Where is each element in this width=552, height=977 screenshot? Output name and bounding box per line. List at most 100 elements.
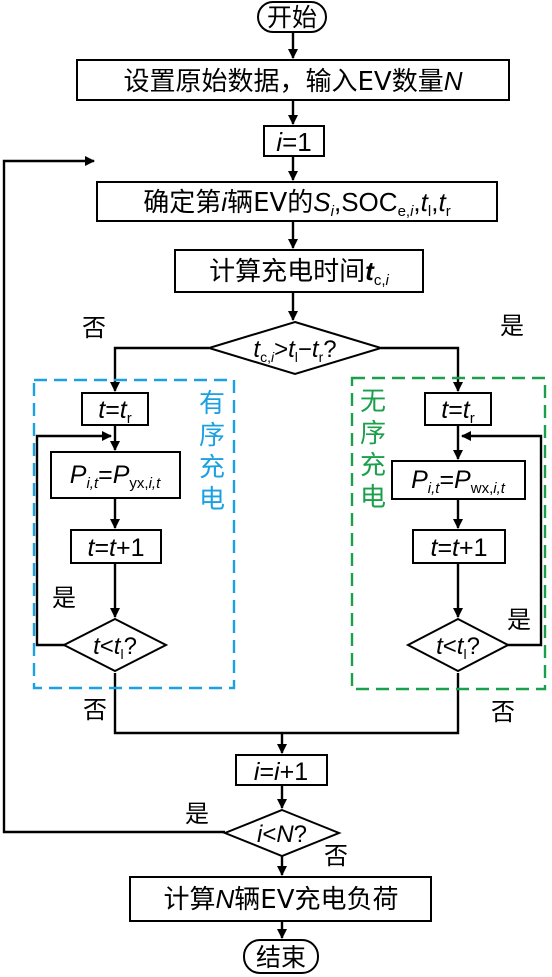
init-var-n: N	[444, 66, 463, 96]
init-step: 设置原始数据，输入EV数量N	[76, 59, 510, 101]
init-text: 设置原始数据，输入EV数量	[124, 67, 444, 97]
end-node: 结束	[243, 939, 319, 974]
determine-tl: t	[421, 187, 430, 217]
determine-soc: ,SOC	[334, 187, 398, 217]
ordered-label-char-1: 有	[199, 389, 225, 419]
inc-i-eq: =	[259, 758, 274, 786]
loop-cond-lt: <	[262, 821, 276, 848]
calc-time-text: 计算充电时间	[209, 257, 365, 287]
svg-text:tc,i>tl−tr?: tc,i>tl−tr?	[253, 336, 336, 365]
unordered-power-p-sub: i,t	[428, 480, 441, 497]
end-label: 结束	[256, 943, 306, 972]
determine-comma2: ,	[431, 187, 438, 217]
svg-text:i=1: i=1	[276, 127, 311, 157]
decision-gt: >	[274, 336, 288, 363]
decision-t1-sub2: i	[271, 349, 275, 365]
decision-t1-sub1: c,	[260, 349, 271, 365]
loop-no-label: 否	[324, 842, 348, 870]
loop-cond-i: i	[257, 821, 263, 848]
unordered-inc-eq: =	[437, 534, 452, 562]
decision-t1: t	[253, 336, 261, 363]
ordered-power-p: P	[70, 461, 87, 489]
final-step: 计算N辆EV充电负荷	[129, 876, 432, 922]
unordered-label-char-4: 电	[360, 483, 386, 513]
ordered-init-rhs: t	[120, 396, 128, 424]
ordered-inc-plus: +1	[116, 534, 145, 562]
unordered-init-rhs: t	[463, 396, 471, 424]
unordered-inc-t: t	[430, 534, 438, 562]
svg-text:Pi,t=Pwx,i,t: Pi,t=Pwx,i,t	[411, 466, 506, 497]
loop-cond-q: ?	[294, 821, 307, 848]
svg-text:t<tl?: t<tl?	[436, 633, 480, 662]
ordered-cond-q: ?	[124, 633, 137, 660]
ordered-cond-t2-sub: l	[120, 646, 123, 662]
connectors	[2, 32, 543, 939]
determine-tr-sub: r	[446, 203, 451, 220]
set-i-var: i	[276, 127, 283, 157]
ordered-inc-t2: t	[109, 534, 117, 562]
decision-node: tc,i>tl−tr?	[205, 320, 385, 376]
calc-time-sub1: c,	[374, 272, 386, 289]
unordered-group-frame	[350, 376, 547, 691]
decision-t3: t	[312, 336, 320, 363]
set-i-rest: =1	[282, 127, 312, 157]
decision-q: ?	[323, 336, 336, 363]
unordered-inc-plus: +1	[459, 534, 488, 562]
ordered-power-p2-sub2: i,t	[149, 475, 162, 492]
calc-time-step: 计算充电时间tc,i	[174, 249, 424, 293]
unordered-yes-label: 是	[507, 606, 531, 634]
ordered-power-p2-sub1: yx,	[129, 475, 148, 492]
loop-cond-n: N	[276, 821, 294, 848]
ordered-init-rhs-sub: r	[127, 410, 132, 427]
ordered-power-p2: P	[113, 461, 130, 489]
decision-minus: −	[298, 336, 312, 363]
decision-t2-sub: l	[295, 349, 298, 365]
final-text1: 计算	[163, 885, 215, 915]
unordered-power-step: Pi,t=Pwx,i,t	[391, 460, 526, 500]
svg-text:设置原始数据，输入EV数量N: 设置原始数据，输入EV数量N	[124, 66, 463, 97]
start-node: 开始	[257, 1, 327, 33]
unordered-cond-q: ?	[467, 633, 480, 660]
unordered-label-char-1: 无	[360, 387, 386, 417]
unordered-power-p2-sub1: wx,	[470, 480, 494, 497]
calc-time-sub2: i	[386, 272, 390, 289]
svg-text:计算N辆EV充电负荷: 计算N辆EV充电负荷	[163, 884, 398, 915]
svg-text:计算充电时间tc,i: 计算充电时间tc,i	[209, 256, 389, 289]
svg-text:i<N?: i<N?	[257, 821, 307, 848]
svg-text:Pi,t=Pyx,i,t: Pi,t=Pyx,i,t	[70, 461, 161, 492]
inc-i-plus: +1	[280, 758, 309, 786]
ordered-init-lhs: t	[98, 396, 106, 424]
svg-text:t<tl?: t<tl?	[93, 633, 137, 662]
unordered-inc-t2: t	[452, 534, 460, 562]
determine-s-sub: i	[331, 203, 335, 220]
ordered-group-label: 有 序 充 电	[199, 389, 225, 515]
ordered-inc-step: t=t+1	[70, 529, 162, 564]
unordered-no-label: 否	[491, 698, 515, 726]
determine-comma1: ,	[413, 187, 420, 217]
unordered-label-char-3: 充	[360, 451, 386, 481]
svg-text:i=i+1: i=i+1	[254, 758, 308, 786]
inc-i-step: i=i+1	[235, 754, 328, 786]
ordered-yes-label: 是	[52, 584, 76, 612]
unordered-init-eq: =	[448, 396, 463, 424]
determine-soc-sub-i: i	[410, 203, 414, 220]
unordered-init-lhs: t	[441, 396, 449, 424]
ordered-init-eq: =	[105, 396, 120, 424]
ordered-inc-eq: =	[94, 534, 109, 562]
inc-i-i2: i	[274, 758, 281, 786]
ordered-group-frame	[32, 378, 236, 690]
ordered-cond-t: t	[93, 633, 101, 660]
unordered-power-eq: =	[439, 466, 454, 494]
determine-i: i	[221, 187, 228, 217]
final-n: N	[216, 884, 235, 914]
determine-s: S	[313, 187, 331, 217]
final-text2: 辆EV充电负荷	[234, 885, 398, 915]
inc-i-i: i	[254, 758, 261, 786]
svg-text:t=t+1: t=t+1	[87, 534, 144, 562]
unordered-cond-t2: t	[457, 633, 465, 660]
ordered-cond-node: t<tl?	[61, 617, 169, 673]
svg-text:确定第i辆EV的Si,SOCe,i,tl,tr: 确定第i辆EV的Si,SOCe,i,tl,tr	[143, 187, 450, 220]
yes-label-right: 是	[500, 312, 524, 340]
decision-t2: t	[288, 336, 296, 363]
